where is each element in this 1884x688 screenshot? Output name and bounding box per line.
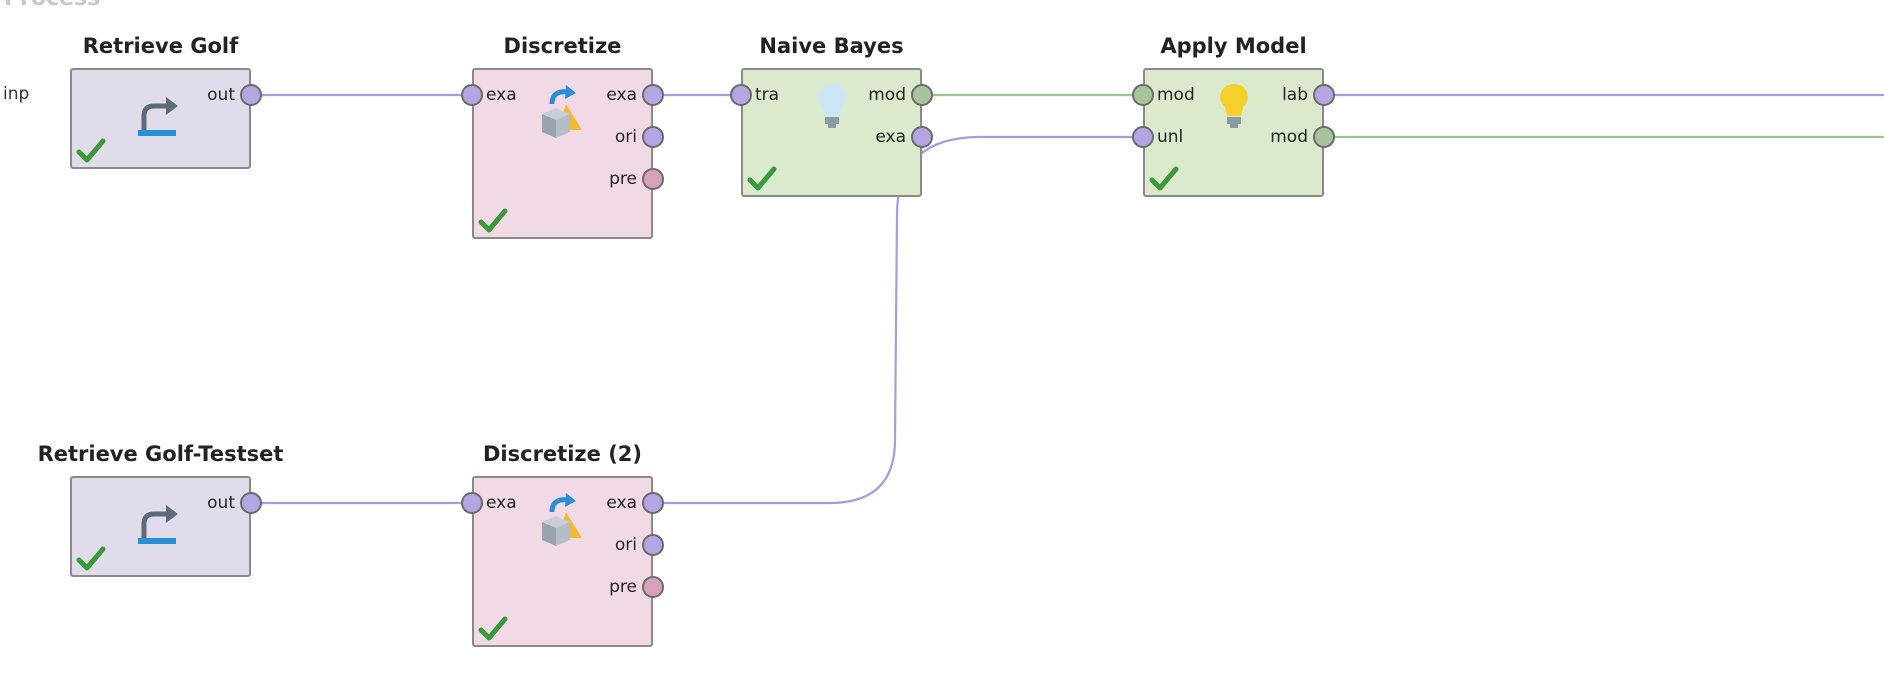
port-label-ori: ori [614,127,637,147]
output-port-pre[interactable] [642,576,664,598]
operator-discretize-2[interactable]: Discretize (2) exa exa ori pre [461,442,664,647]
lightbulb-icon [1220,83,1248,128]
port-label-out: out [207,493,235,513]
input-port-exa[interactable] [461,84,483,106]
output-port-exa[interactable] [642,492,664,514]
port-label-exa-out: exa [606,85,637,105]
status-ok-check-icon [76,546,106,571]
port-label-lab: lab [1282,85,1308,105]
operator-title: Retrieve Golf-Testset [37,442,284,466]
operator-retrieve-golf[interactable]: Retrieve Golf out [70,34,262,169]
operator-retrieve-golf-testset[interactable]: Retrieve Golf-Testset out [38,442,283,577]
operator-title: Retrieve Golf [82,34,239,58]
operator-body[interactable] [472,68,653,239]
discretize-transform-icon [542,493,582,546]
output-port-lab[interactable] [1313,84,1335,106]
output-port-out[interactable] [240,84,262,106]
operator-apply-model[interactable]: Apply Model mod unl lab mod [1132,34,1335,197]
port-label-out: out [207,85,235,105]
port-label-unl: unl [1157,127,1184,147]
process-input-port-label: inp [3,84,30,104]
input-port-tra[interactable] [730,84,752,106]
output-port-out[interactable] [240,492,262,514]
port-label-mod-out: mod [1270,127,1308,147]
port-label-mod: mod [868,85,906,105]
status-ok-check-icon [747,166,777,191]
output-port-exa[interactable] [642,84,664,106]
retrieve-arrow-icon [138,505,178,544]
retrieve-arrow-icon [138,97,178,136]
input-port-exa[interactable] [461,492,483,514]
port-label-exa-out: exa [606,493,637,513]
port-label-exa-in: exa [486,493,517,513]
operator-title: Discretize (2) [483,442,642,466]
output-port-pre[interactable] [642,168,664,190]
port-label-tra: tra [755,85,780,105]
connection-discretize-2-to-apply-model-unlabeled[interactable] [657,135,1134,505]
operator-discretize[interactable]: Discretize exa exa ori pre [461,34,664,239]
discretize-transform-icon [542,85,582,138]
operator-title: Apply Model [1160,34,1307,58]
output-port-mod[interactable] [911,84,933,106]
port-label-exa: exa [875,127,906,147]
operator-title: Naive Bayes [759,34,904,58]
port-label-pre: pre [609,169,637,189]
port-label-pre: pre [609,577,637,597]
output-port-exa[interactable] [911,126,933,148]
status-ok-check-icon [478,208,508,233]
status-ok-check-icon [76,138,106,163]
operator-naive-bayes[interactable]: Naive Bayes tra mod exa [730,34,933,197]
port-label-mod-in: mod [1157,85,1195,105]
status-ok-check-icon [1149,166,1179,191]
operator-body[interactable] [70,68,251,169]
port-label-ori: ori [614,535,637,555]
output-port-ori[interactable] [642,126,664,148]
operator-body[interactable] [70,476,251,577]
lightbulb-icon [818,83,846,128]
port-label-exa-in: exa [486,85,517,105]
input-port-mod[interactable] [1132,84,1154,106]
input-port-unl[interactable] [1132,126,1154,148]
status-ok-check-icon [478,616,508,641]
output-port-ori[interactable] [642,534,664,556]
operator-title: Discretize [503,34,622,58]
process-section-title: Process [4,0,100,11]
output-port-mod[interactable] [1313,126,1335,148]
